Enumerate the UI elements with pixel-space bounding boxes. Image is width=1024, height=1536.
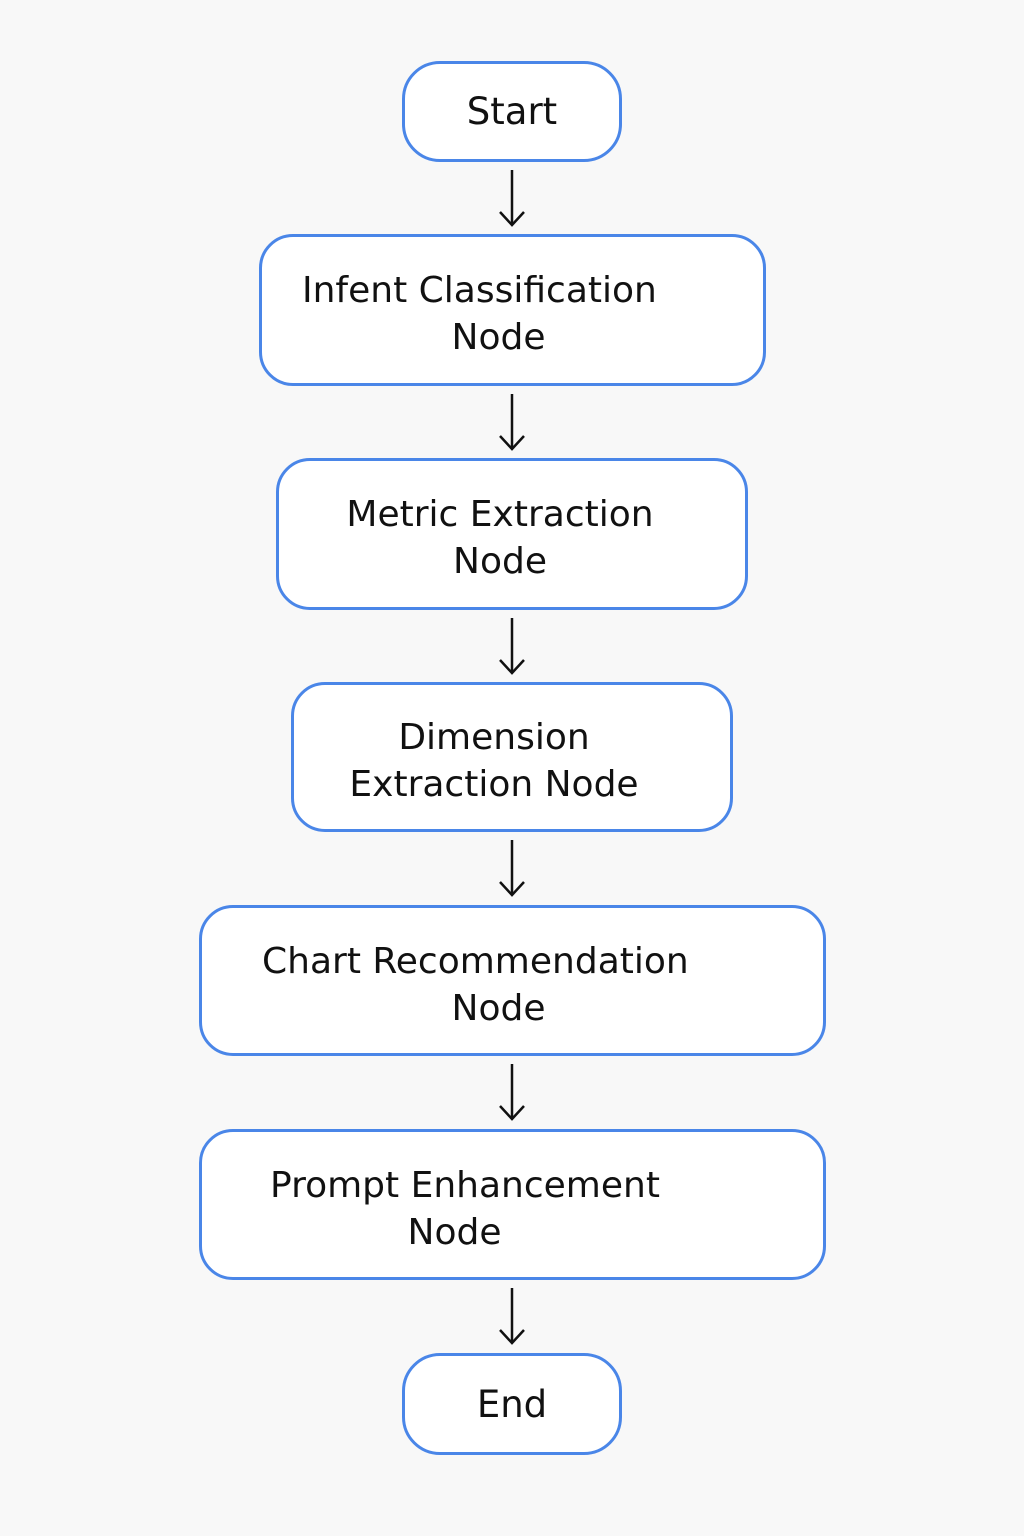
start-label: Start [466,90,558,133]
arrow-dimension-to-chart [499,840,525,897]
start-node: Start [402,61,622,162]
node-label-line-2: Node [453,541,547,582]
end-node: End [402,1353,622,1455]
node-label-line-1: Metric Extraction [346,494,654,535]
arrow-chart-to-prompt [499,1064,525,1121]
prompt-enhancement-node: Prompt Enhancement Node [199,1129,826,1280]
arrow-intent-to-metric [499,394,525,451]
dimension-extraction-node: Dimension Extraction Node [291,682,733,832]
node-label-line-2: Extraction Node [349,764,639,805]
node-label-line-1: Infent Classification [302,270,657,311]
node-label-line-1: Prompt Enhancement [270,1165,660,1206]
arrow-metric-to-dimension [499,618,525,675]
node-label-line-2: Node [407,1212,502,1253]
node-label-line-2: Node [451,317,546,358]
end-label: End [476,1382,548,1426]
node-label-line-1: Dimension [398,717,590,758]
metric-extraction-node: Metric Extraction Node [276,458,748,610]
intent-classification-node: Infent Classification Node [259,234,766,386]
arrow-prompt-to-end [499,1288,525,1345]
node-label-line-2: Node [451,988,546,1029]
arrow-start-to-intent [499,170,525,227]
chart-recommendation-node: Chart Recommendation Node [199,905,826,1056]
node-label-line-1: Chart Recommendation [262,941,689,982]
